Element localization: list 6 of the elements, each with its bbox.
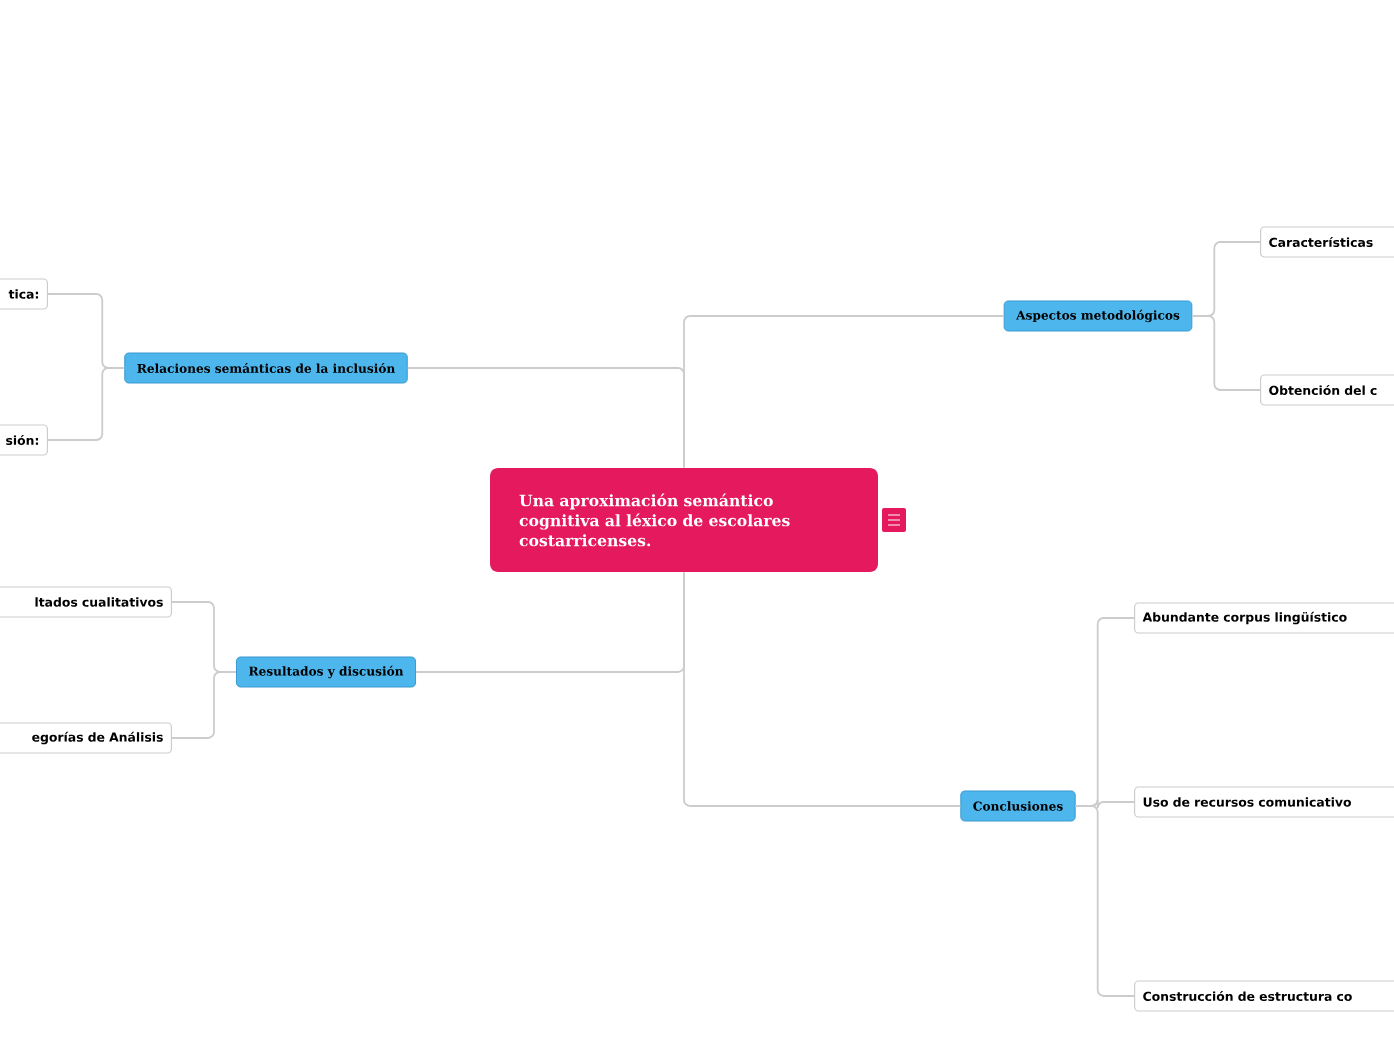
connector bbox=[683, 571, 962, 807]
connector bbox=[683, 315, 1005, 469]
connector bbox=[1074, 805, 1135, 997]
connector bbox=[47, 367, 126, 441]
connector bbox=[171, 671, 237, 739]
connector bbox=[1191, 315, 1261, 391]
